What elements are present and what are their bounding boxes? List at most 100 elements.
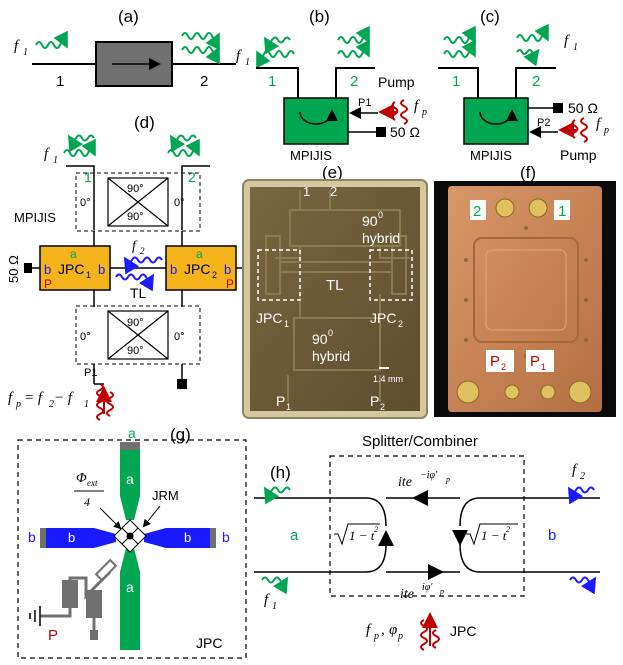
- svg-text:2: 2: [506, 525, 510, 534]
- load-terminator: [376, 127, 386, 137]
- b-label: b: [548, 527, 556, 544]
- svg-text:f: f: [14, 38, 20, 54]
- svg-text:1: 1: [573, 42, 578, 53]
- port2-label: 2: [188, 169, 196, 185]
- fp-label: f p: [414, 98, 427, 118]
- load-terminator: [553, 103, 563, 113]
- pump-params: f p , φ p: [366, 622, 403, 642]
- port1-wave-icon: [63, 134, 96, 157]
- b-in-wave-icon: [567, 486, 595, 505]
- port2-wave-icon: [337, 25, 370, 58]
- port1-label: 1: [56, 73, 64, 90]
- svg-text:b: b: [98, 262, 105, 277]
- f2-label: f 2: [132, 239, 145, 256]
- svg-text:a: a: [128, 425, 136, 441]
- port1-wave-icon: [443, 25, 476, 58]
- hybrid-bottom-label: 90 0 hybrid: [312, 328, 350, 364]
- svg-text:0°: 0°: [80, 331, 91, 343]
- svg-text:ite: ite: [398, 475, 412, 490]
- svg-text:f: f: [366, 622, 372, 638]
- panel-h-title: Splitter/Combiner: [362, 433, 478, 450]
- jrm-ring: [113, 519, 147, 553]
- zero-label: 0°: [174, 197, 185, 209]
- svg-text:f: f: [564, 33, 570, 49]
- svg-text:f: f: [8, 390, 14, 406]
- jpc2-label: JPC 2: [370, 310, 403, 329]
- svg-text:P: P: [490, 353, 500, 370]
- svg-text:90: 90: [312, 331, 328, 347]
- pump-port1-label: P 1: [276, 393, 291, 412]
- resonator-a-bottom: [120, 548, 140, 650]
- circulation-arrow-icon: [479, 109, 518, 125]
- splitter-box: [329, 455, 525, 597]
- port2-label: 2: [532, 73, 540, 90]
- svg-text:hybrid: hybrid: [362, 230, 400, 246]
- port2-line: [181, 165, 210, 230]
- svg-text:2: 2: [380, 402, 385, 412]
- panel-d: (d) f 1 1 2 0° 0° 90° 90° MPIJIS: [6, 113, 252, 421]
- flux-label: Φ ext 4: [74, 471, 104, 509]
- panel-h-tag: (h): [270, 463, 291, 482]
- jpc-label: JPC: [450, 623, 476, 639]
- panel-b-tag: (b): [309, 7, 330, 26]
- svg-text:2: 2: [140, 246, 145, 256]
- port1-label: 1: [452, 73, 460, 90]
- svg-text:4: 4: [84, 495, 90, 509]
- svg-text:b: b: [184, 530, 191, 545]
- svg-text:ite: ite: [400, 587, 414, 602]
- load-label: 50 Ω: [390, 124, 420, 140]
- svg-text:b: b: [68, 530, 75, 545]
- svg-text:P: P: [370, 393, 379, 409]
- device-label: MPIJIS: [290, 148, 332, 163]
- load-label: 50 Ω: [6, 255, 21, 283]
- svg-text:1: 1: [84, 399, 89, 410]
- svg-text:1 − t: 1 − t: [349, 528, 375, 543]
- svg-text:0: 0: [378, 210, 383, 220]
- pump1-label: P 1: [530, 353, 546, 372]
- pump-port2-label: P 2: [370, 393, 385, 412]
- jpc1-label: JPC 1: [58, 261, 91, 280]
- sma-connectors: [456, 198, 592, 404]
- svg-text:hybrid: hybrid: [312, 348, 350, 364]
- resonator-b-left: [46, 528, 116, 548]
- pump-label: Pump: [560, 147, 597, 163]
- svg-text:a: a: [126, 579, 134, 595]
- port2-label: 2: [200, 73, 208, 90]
- pump-feedline: P: [29, 558, 118, 644]
- svg-text:p: p: [439, 587, 444, 596]
- top-coefficient: ite −iφ′ p: [398, 470, 450, 490]
- lower-hybrid: 0° 0° 90° 90°: [75, 305, 201, 365]
- svg-text:Φ: Φ: [76, 471, 87, 486]
- svg-text:1: 1: [245, 57, 250, 68]
- p1-label: P1: [358, 97, 371, 109]
- left-arrow-icon: [378, 530, 394, 546]
- svg-text:JPC: JPC: [184, 261, 210, 277]
- svg-text:1: 1: [284, 319, 289, 329]
- svg-text:2: 2: [398, 319, 403, 329]
- svg-text:− f: − f: [54, 390, 74, 406]
- port2-line: [515, 67, 556, 98]
- sqrt-right: 1 − t 2: [466, 523, 518, 546]
- pump2-label: P 2: [490, 353, 506, 372]
- svg-text:iφ′: iφ′: [422, 582, 433, 593]
- pump-equation: f p = f 2 − f 1: [8, 390, 89, 410]
- ninety-label: 90°: [127, 183, 144, 195]
- panel-g-tag: (g): [170, 425, 191, 444]
- svg-text:f: f: [132, 239, 138, 254]
- p1-label: P1: [84, 367, 97, 379]
- svg-text:1: 1: [272, 601, 277, 612]
- panel-c: (c) f 1 1 2 50 Ω P2 f p MPIJIS Pum: [438, 7, 609, 163]
- svg-text:2: 2: [374, 525, 378, 534]
- pump-wave-icon: [96, 383, 114, 421]
- bottom-arrow-icon: [428, 564, 444, 580]
- port1-label: 1: [84, 169, 92, 185]
- tl-label: TL: [326, 277, 344, 294]
- f1-label: f 1: [236, 48, 250, 68]
- outgoing-wave-icon: [181, 32, 220, 65]
- chip-photo: [250, 187, 420, 411]
- a-label: a: [290, 527, 299, 544]
- svg-text:a: a: [126, 471, 134, 487]
- mpijis-box: [463, 97, 529, 145]
- a-in-wave-icon: [261, 576, 289, 595]
- svg-text:a: a: [70, 247, 77, 261]
